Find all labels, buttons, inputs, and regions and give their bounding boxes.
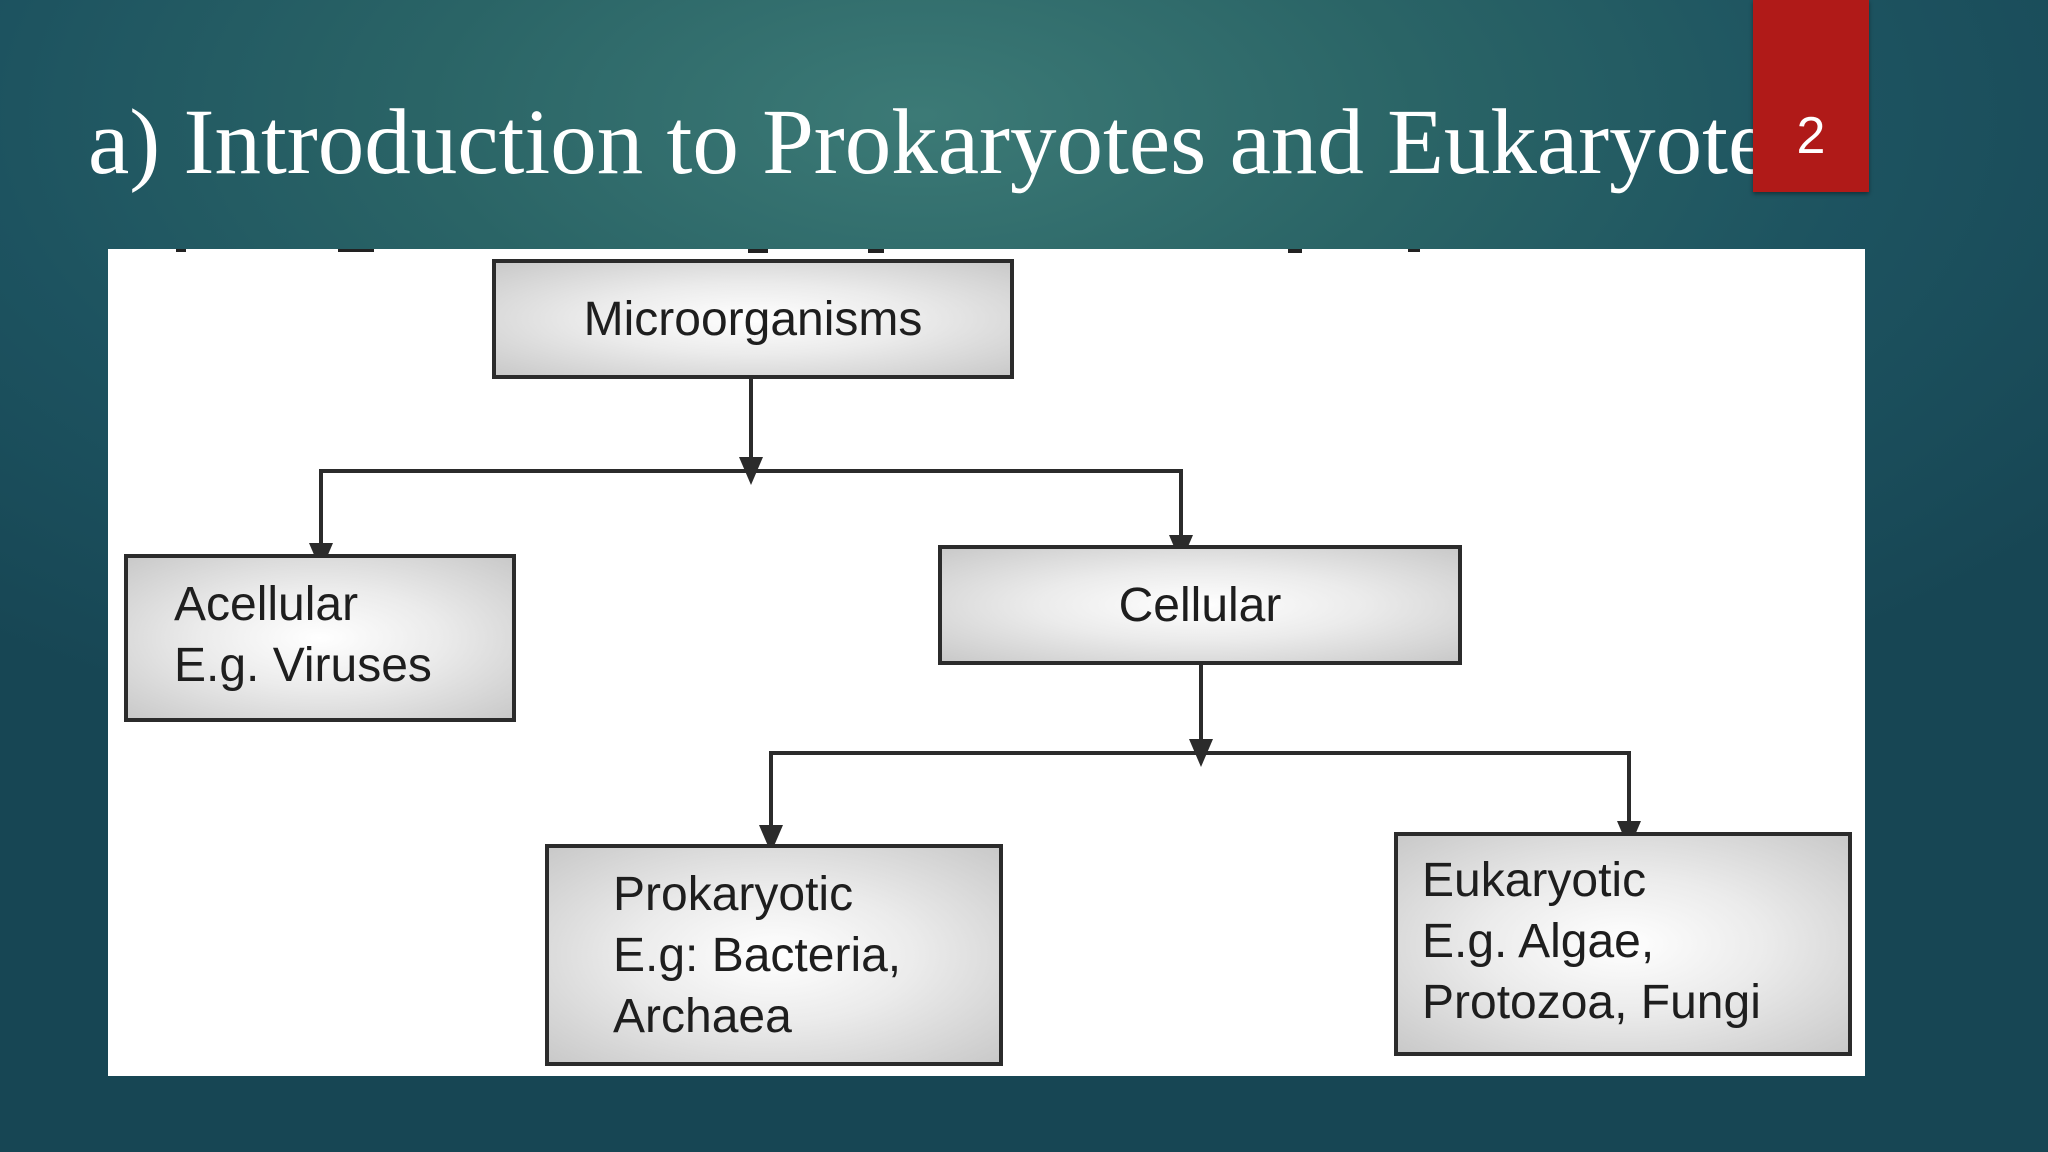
node-eukaryotic: Eukaryotic E.g. Algae, Protozoa, Fungi: [1394, 832, 1852, 1056]
node-eukaryotic-line2: E.g. Algae,: [1422, 915, 1655, 968]
node-acellular-line2: E.g. Viruses: [174, 639, 432, 692]
node-microorganisms-label: Microorganisms: [583, 292, 923, 346]
node-eukaryotic-line1: Eukaryotic: [1422, 854, 1647, 907]
node-cellular-label: Cellular: [1118, 578, 1282, 632]
node-acellular: Acellular E.g. Viruses: [124, 554, 516, 722]
node-prokaryotic-line3: Archaea: [613, 990, 792, 1043]
arrowhead-prokaryotic: [759, 825, 783, 853]
node-cellular: Cellular: [938, 545, 1462, 665]
node-prokaryotic-line2: E.g: Bacteria,: [613, 929, 902, 982]
node-acellular-line1: Acellular: [174, 578, 359, 631]
node-prokaryotic: Prokaryotic E.g: Bacteria, Archaea: [545, 844, 1003, 1066]
node-microorganisms: Microorganisms: [492, 259, 1014, 379]
node-prokaryotic-line1: Prokaryotic: [613, 868, 854, 921]
node-eukaryotic-line3: Protozoa, Fungi: [1422, 976, 1761, 1029]
slide-title: a) Introduction to Prokaryotes and Eukar…: [88, 91, 1806, 194]
page-number-tab: 2: [1753, 0, 1869, 192]
page-number: 2: [1796, 107, 1826, 165]
arrowhead-cellular-down: [1189, 739, 1213, 767]
cropped-text-fragment: [176, 249, 1420, 253]
classification-diagram: Microorganisms Acellular E.g. Viruses Ce…: [108, 249, 1865, 1076]
arrowhead-root: [739, 457, 763, 485]
